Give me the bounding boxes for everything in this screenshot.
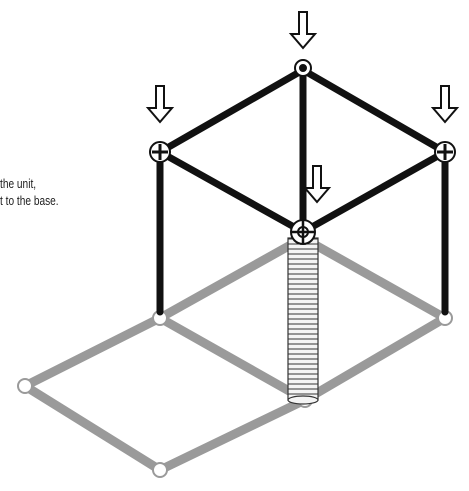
upper-rail <box>156 66 307 156</box>
base-connectors <box>17 310 453 478</box>
down-arrow-outline-icon <box>288 11 318 50</box>
joint-connector-icon <box>17 378 33 394</box>
base-rail <box>155 233 308 323</box>
base-rail <box>155 395 310 475</box>
joint-connector-icon <box>152 462 168 478</box>
base-rail <box>300 313 450 405</box>
upper-rail <box>299 66 449 156</box>
base-frame <box>20 233 450 475</box>
joint-connector-icon <box>149 141 171 163</box>
instruction-caption: the unit, t to the base. <box>0 175 59 209</box>
down-arrow-outline-icon <box>302 165 332 204</box>
base-rail <box>20 313 165 391</box>
upper-frame <box>156 66 449 316</box>
base-rail <box>155 313 310 405</box>
down-arrow-outline-icon <box>430 85 460 124</box>
joint-connector-icon <box>434 141 456 163</box>
joint-connector-icon <box>294 59 312 77</box>
instruction-line-2: t to the base. <box>0 193 59 208</box>
coil-spring-icon <box>287 237 319 405</box>
base-rail <box>20 381 165 475</box>
instruction-line-1: the unit, <box>0 176 37 191</box>
upper-rail <box>156 148 307 236</box>
upper-rail <box>299 148 449 236</box>
press-arrows <box>145 11 460 204</box>
base-rail <box>298 233 450 323</box>
upper-connectors <box>149 59 456 245</box>
down-arrow-outline-icon <box>145 85 175 124</box>
joint-connector-icon <box>290 219 316 245</box>
